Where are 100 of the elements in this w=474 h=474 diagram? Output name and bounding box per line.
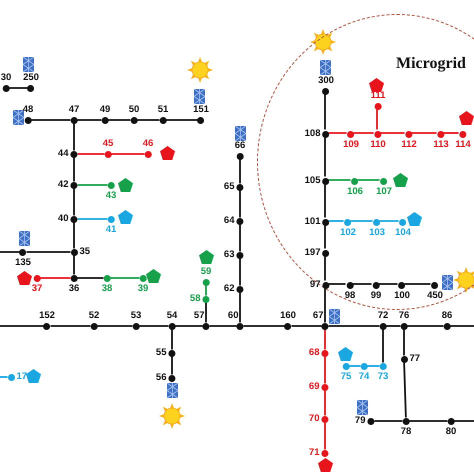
bus-number: 62 (224, 284, 234, 294)
bus-number: 151 (193, 104, 209, 114)
bus-number: 135 (15, 258, 31, 268)
power-line (26, 251, 70, 253)
bus-number: 30 (0, 72, 12, 82)
power-line (78, 184, 108, 186)
bus-number: 53 (130, 310, 142, 320)
bus-number: 45 (102, 138, 114, 148)
bus-number: 113 (433, 140, 449, 150)
bus-number: 99 (370, 290, 382, 300)
bus-number: 86 (442, 310, 452, 320)
bus-number: 160 (280, 310, 296, 320)
bus-number: 71 (308, 448, 320, 458)
bus-number: 105 (304, 176, 320, 186)
bus-number: 44 (58, 149, 68, 159)
power-line (78, 119, 102, 121)
power-line (324, 390, 326, 416)
power-line (410, 420, 448, 422)
power-line (378, 283, 398, 285)
power-line (78, 277, 104, 279)
bus-number: 112 (401, 140, 417, 150)
bus-number: 79 (354, 416, 366, 426)
power-line (403, 330, 405, 356)
power-line (354, 132, 374, 134)
power-line (239, 224, 241, 252)
power-line (138, 119, 160, 121)
power-line (98, 325, 132, 327)
power-line (324, 224, 326, 248)
bus-number: 42 (58, 180, 68, 190)
bus-number: 17 (16, 372, 28, 382)
bus-number: 450 (427, 290, 443, 300)
power-line (0, 325, 44, 327)
bus-number: 66 (234, 140, 246, 150)
power-line (32, 119, 70, 121)
bus-number: 56 (156, 373, 166, 383)
bus-number: 100 (394, 290, 410, 300)
power-line (244, 325, 284, 327)
power-line (239, 160, 241, 184)
power-line (0, 376, 8, 378)
power-line (171, 356, 173, 374)
power-line (324, 94, 326, 130)
power-line (328, 220, 344, 222)
power-line (78, 218, 108, 220)
bus-number: 114 (455, 140, 471, 150)
power-line (324, 184, 326, 218)
power-line (450, 325, 474, 327)
bus-number: 57 (194, 310, 204, 320)
bus-number: 103 (369, 228, 385, 238)
power-line (73, 256, 75, 274)
bus-number: 78 (400, 426, 412, 436)
power-line (40, 277, 70, 279)
power-line (205, 286, 207, 296)
bus-number: 55 (156, 348, 166, 358)
power-line (444, 132, 458, 134)
bus-number: 107 (376, 186, 392, 196)
bus-number: 152 (39, 310, 55, 320)
bus-number: 60 (228, 310, 238, 320)
bus-number: 102 (340, 228, 356, 238)
bus-number: 109 (343, 140, 359, 150)
bus-number: 197 (304, 248, 320, 258)
bus-number: 54 (166, 310, 178, 320)
bus-number: 64 (224, 216, 234, 226)
bus-number: 98 (344, 290, 356, 300)
power-line (404, 283, 430, 285)
power-line (454, 420, 474, 422)
bus-number: 38 (102, 284, 112, 294)
power-line (324, 356, 326, 384)
bus-number: 108 (304, 129, 320, 139)
bus-number: 67 (312, 310, 324, 320)
power-line (239, 258, 241, 286)
power-line (205, 302, 207, 322)
power-line (358, 179, 380, 181)
bus-number: 75 (340, 372, 352, 382)
power-line (140, 325, 168, 327)
power-line (112, 153, 144, 155)
power-line (0, 251, 20, 253)
power-line (292, 325, 322, 327)
power-line (324, 256, 326, 280)
bus-number: 76 (398, 310, 410, 320)
bus-number: 80 (446, 426, 456, 436)
bus-number: 43 (106, 190, 116, 200)
bus-number: 40 (58, 214, 68, 224)
power-line (382, 330, 384, 362)
microgrid-boundary-circle (257, 14, 474, 310)
bus-number: 97 (310, 280, 320, 290)
power-line (50, 325, 90, 327)
power-line (73, 124, 75, 150)
power-line (239, 190, 241, 218)
bus-number: 77 (410, 354, 420, 364)
bus-number: 111 (370, 90, 386, 100)
bus-number: 49 (100, 104, 110, 114)
power-line (324, 330, 326, 350)
microgrid-title: Microgrid (396, 55, 466, 73)
power-line (386, 325, 400, 327)
bus-number: 37 (32, 284, 42, 294)
power-line (210, 325, 236, 327)
bus-number: 65 (224, 182, 234, 192)
power-line (380, 220, 398, 222)
power-line (110, 277, 140, 279)
bus-number: 52 (88, 310, 100, 320)
